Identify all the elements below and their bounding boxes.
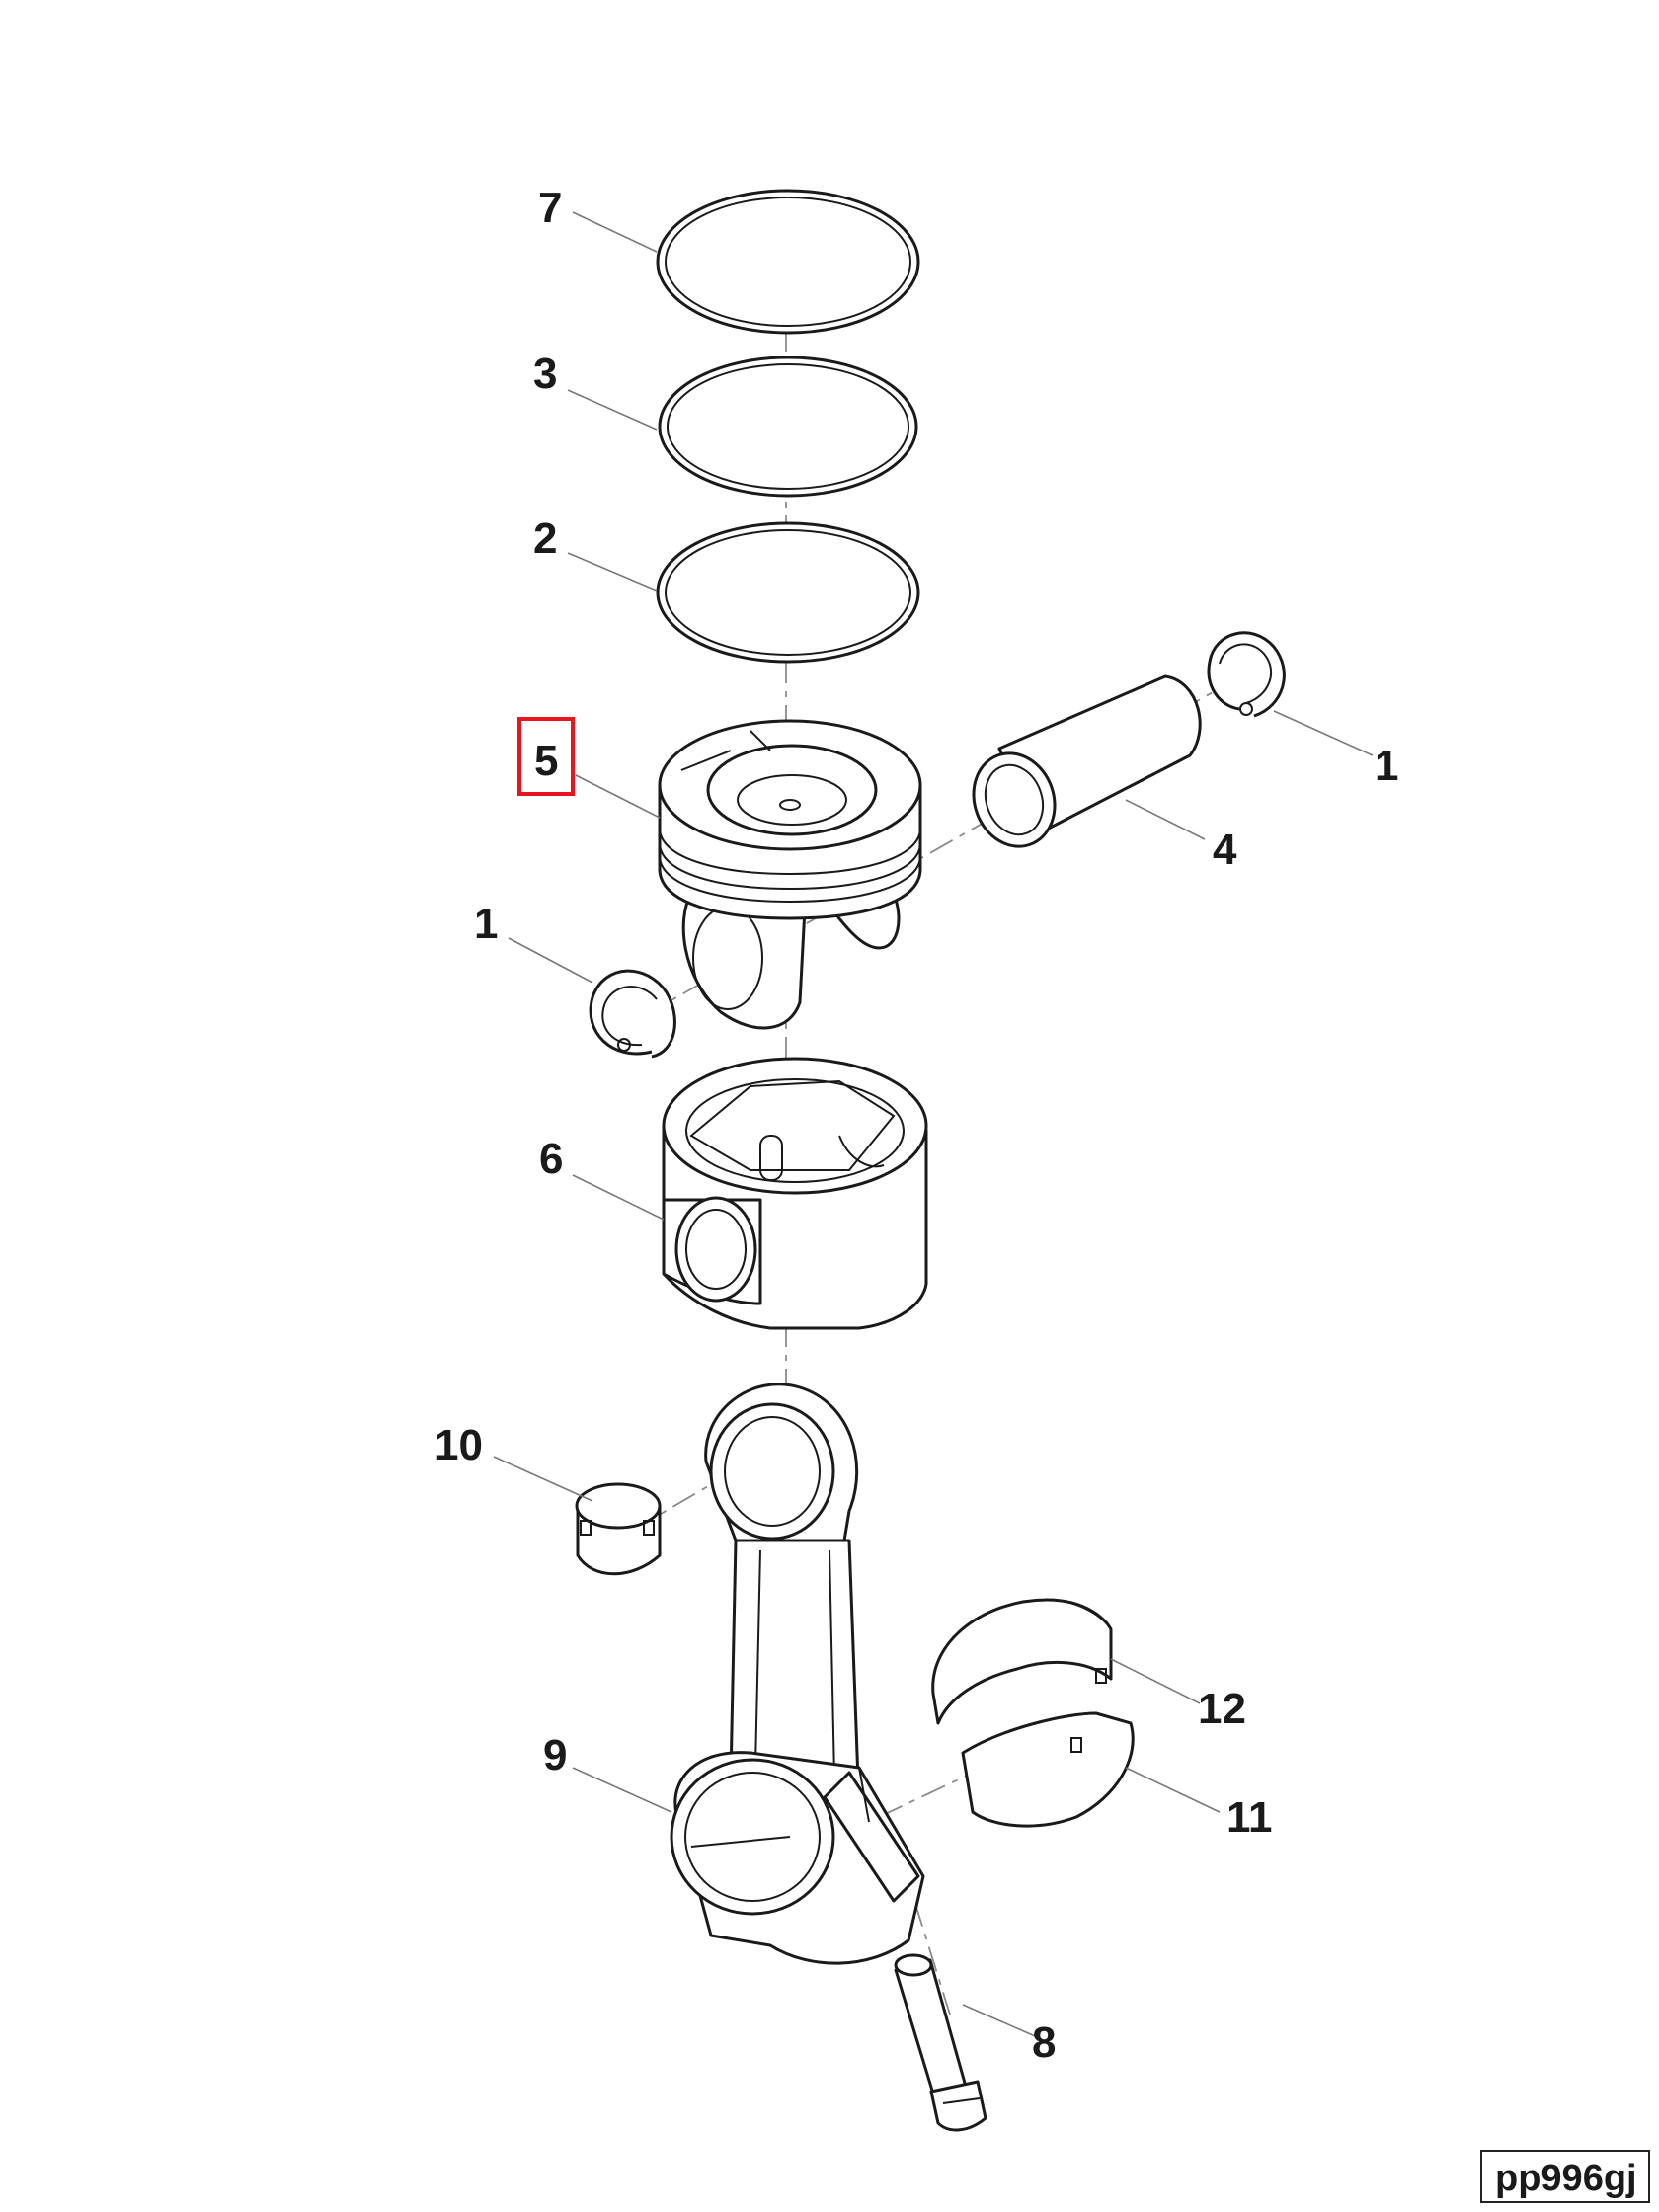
reference-code-box — [1480, 2150, 1650, 2203]
ring-2[interactable] — [656, 521, 920, 664]
leader-3 — [567, 389, 658, 431]
leader-5 — [575, 774, 661, 819]
callout-8: 8 — [1032, 2018, 1056, 2067]
bearing-shell-12[interactable] — [931, 1598, 1113, 1725]
callout-5[interactable]: 5 — [534, 737, 558, 785]
callout-7: 7 — [538, 184, 562, 232]
ring-3[interactable] — [658, 356, 918, 498]
snap-ring-1-right[interactable] — [1207, 631, 1286, 718]
leader-11 — [1125, 1767, 1221, 1813]
leader-1-right — [1273, 710, 1374, 756]
bolt-axis — [900, 1856, 951, 2015]
leader-9 — [572, 1767, 672, 1813]
leader-8 — [962, 2004, 1043, 2040]
callout-4: 4 — [1213, 826, 1237, 874]
leader-1-left — [508, 937, 593, 984]
leader-2 — [567, 552, 658, 592]
callout-12: 12 — [1198, 1685, 1246, 1733]
callout-10: 10 — [434, 1421, 483, 1469]
leader-7 — [572, 211, 658, 253]
snap-ring-1-left[interactable] — [589, 969, 676, 1059]
piston-skirt-6[interactable] — [662, 1057, 928, 1330]
reference-code: pp996gj — [1495, 2158, 1637, 2199]
piston-pin-4[interactable] — [961, 674, 1202, 858]
callout-3: 3 — [533, 350, 557, 398]
bushing-10[interactable] — [575, 1482, 662, 1576]
leader-12 — [1110, 1658, 1201, 1704]
callout-6: 6 — [539, 1135, 563, 1183]
callout-1-right: 1 — [1375, 742, 1398, 790]
callout-2: 2 — [533, 514, 557, 563]
leader-10 — [493, 1456, 593, 1502]
bearing-shell-11[interactable] — [961, 1711, 1135, 1828]
callout-5-highlight-box — [517, 717, 575, 796]
rod-bolt-8[interactable] — [894, 1953, 988, 2132]
leader-6 — [572, 1174, 665, 1221]
piston-crown-5[interactable] — [658, 719, 922, 1030]
leader-4 — [1125, 799, 1206, 840]
callout-9: 9 — [543, 1731, 567, 1779]
callout-11: 11 — [1226, 1793, 1273, 1842]
callout-1-left: 1 — [474, 900, 498, 948]
connecting-rod-9[interactable] — [670, 1382, 925, 1965]
ring-7[interactable] — [656, 189, 920, 335]
